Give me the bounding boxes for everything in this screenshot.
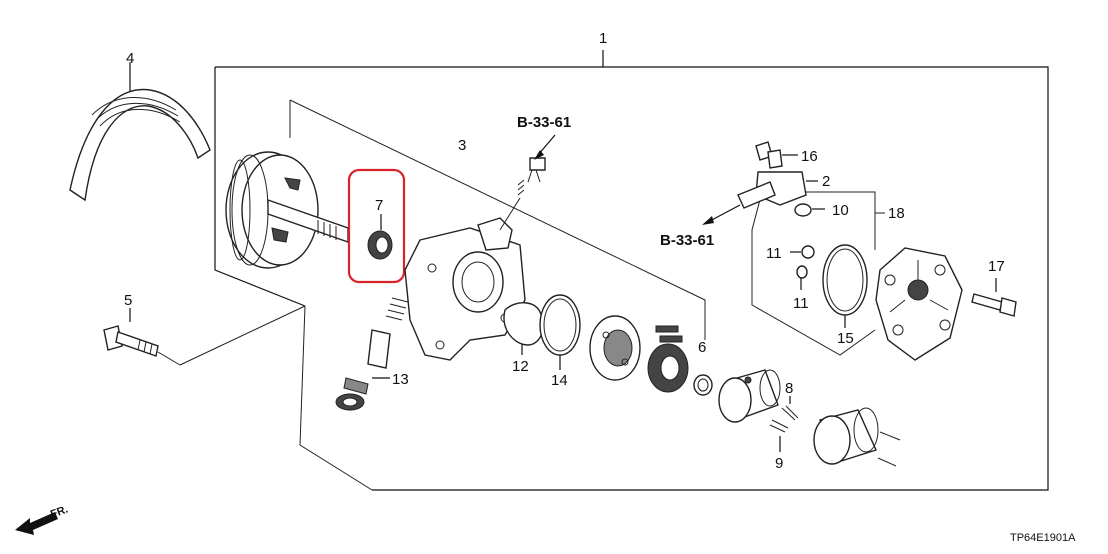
- rotor: [647, 325, 689, 393]
- o-ring-15: [822, 244, 868, 328]
- callout-15: 15: [837, 330, 854, 347]
- assembly-outline: [214, 50, 1049, 491]
- callout-5: 5: [124, 292, 132, 309]
- highlight-frame: [347, 168, 406, 284]
- pressure-plate: [589, 315, 641, 381]
- callout-labels: 1 2 3 4 5 6 7 8 9 10 11 11 12 13 14 15 1…: [124, 30, 1005, 472]
- seal-7: [347, 168, 406, 284]
- callout-11a: 11: [766, 245, 782, 262]
- callout-10: 10: [832, 202, 849, 219]
- bushing: [813, 407, 901, 467]
- callout-17: 17: [988, 258, 1005, 275]
- callout-8: 8: [785, 380, 793, 397]
- relief-spring: [385, 297, 409, 321]
- bolt-17: [971, 278, 1017, 317]
- pins-8-9: [769, 396, 799, 452]
- drive-belt: [69, 62, 211, 202]
- callout-4: 4: [126, 50, 134, 67]
- callout-1: 1: [599, 30, 607, 47]
- fitting-spring: [499, 157, 546, 231]
- callout-13: 13: [392, 371, 409, 388]
- reference-arrows: [534, 134, 741, 225]
- callout-6: 6: [698, 339, 706, 356]
- o-rings-10-11: [790, 203, 825, 290]
- callout-9: 9: [775, 455, 783, 472]
- diagram-code: TP64E1901A: [1010, 532, 1076, 544]
- callout-3: 3: [458, 137, 466, 154]
- outlet-fitting-2: [737, 171, 818, 209]
- callout-2: 2: [822, 173, 830, 190]
- callout-7: 7: [375, 197, 383, 214]
- snap-ring-6: [693, 374, 713, 396]
- direction-label: FR.: [49, 503, 70, 520]
- cam-ring: [718, 369, 781, 423]
- o-ring-14: [539, 294, 581, 370]
- callout-18: 18: [888, 205, 905, 222]
- callout-11b: 11: [793, 295, 809, 312]
- bolt-16: [755, 141, 798, 169]
- valve-13: [335, 329, 391, 411]
- pump-housing: [404, 217, 526, 361]
- bolt-5: [103, 305, 306, 366]
- arrow-left-icon: [15, 512, 58, 535]
- callout-16: 16: [801, 148, 818, 165]
- rear-cover: [875, 247, 963, 361]
- callout-12: 12: [512, 358, 529, 375]
- gasket-12: [503, 302, 544, 355]
- callout-14: 14: [551, 372, 568, 389]
- housing-outline: [289, 99, 706, 491]
- forward-direction: FR.: [15, 503, 70, 535]
- reference-middle: B-33-61: [660, 232, 714, 249]
- reference-top: B-33-61: [517, 114, 571, 131]
